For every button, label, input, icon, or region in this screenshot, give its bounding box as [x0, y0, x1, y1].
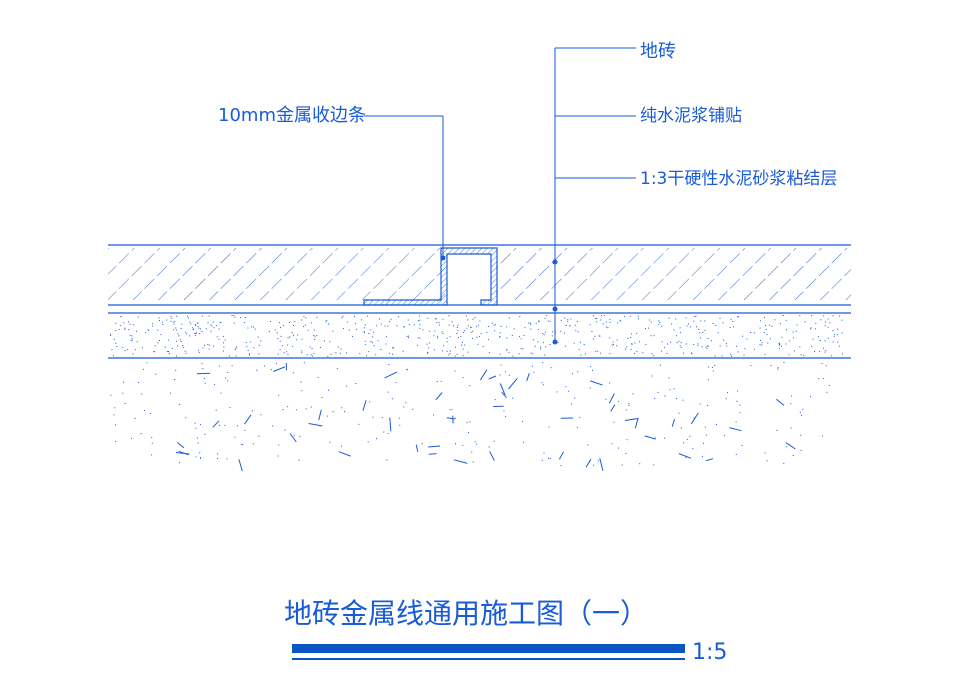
leader-lines	[364, 47, 636, 343]
mortar-layer	[108, 312, 851, 359]
leader-dots	[440, 255, 558, 345]
mortar-stipple	[110, 315, 843, 357]
label-cement-paste: 纯水泥浆铺贴	[640, 106, 742, 126]
tile-layer	[108, 244, 851, 306]
drawing-title: 地砖金属线通用施工图（一）	[284, 597, 648, 630]
drawing-scale: 1:5	[692, 640, 727, 665]
label-metal-strip: 10mm金属收边条	[218, 105, 366, 126]
concrete-base	[110, 362, 830, 472]
label-tile: 地砖	[640, 41, 676, 62]
label-mortar-layer: 1:3干硬性水泥砂浆粘结层	[640, 169, 837, 189]
metal-edge-strip	[363, 247, 498, 306]
title-bar-thick	[292, 644, 685, 653]
